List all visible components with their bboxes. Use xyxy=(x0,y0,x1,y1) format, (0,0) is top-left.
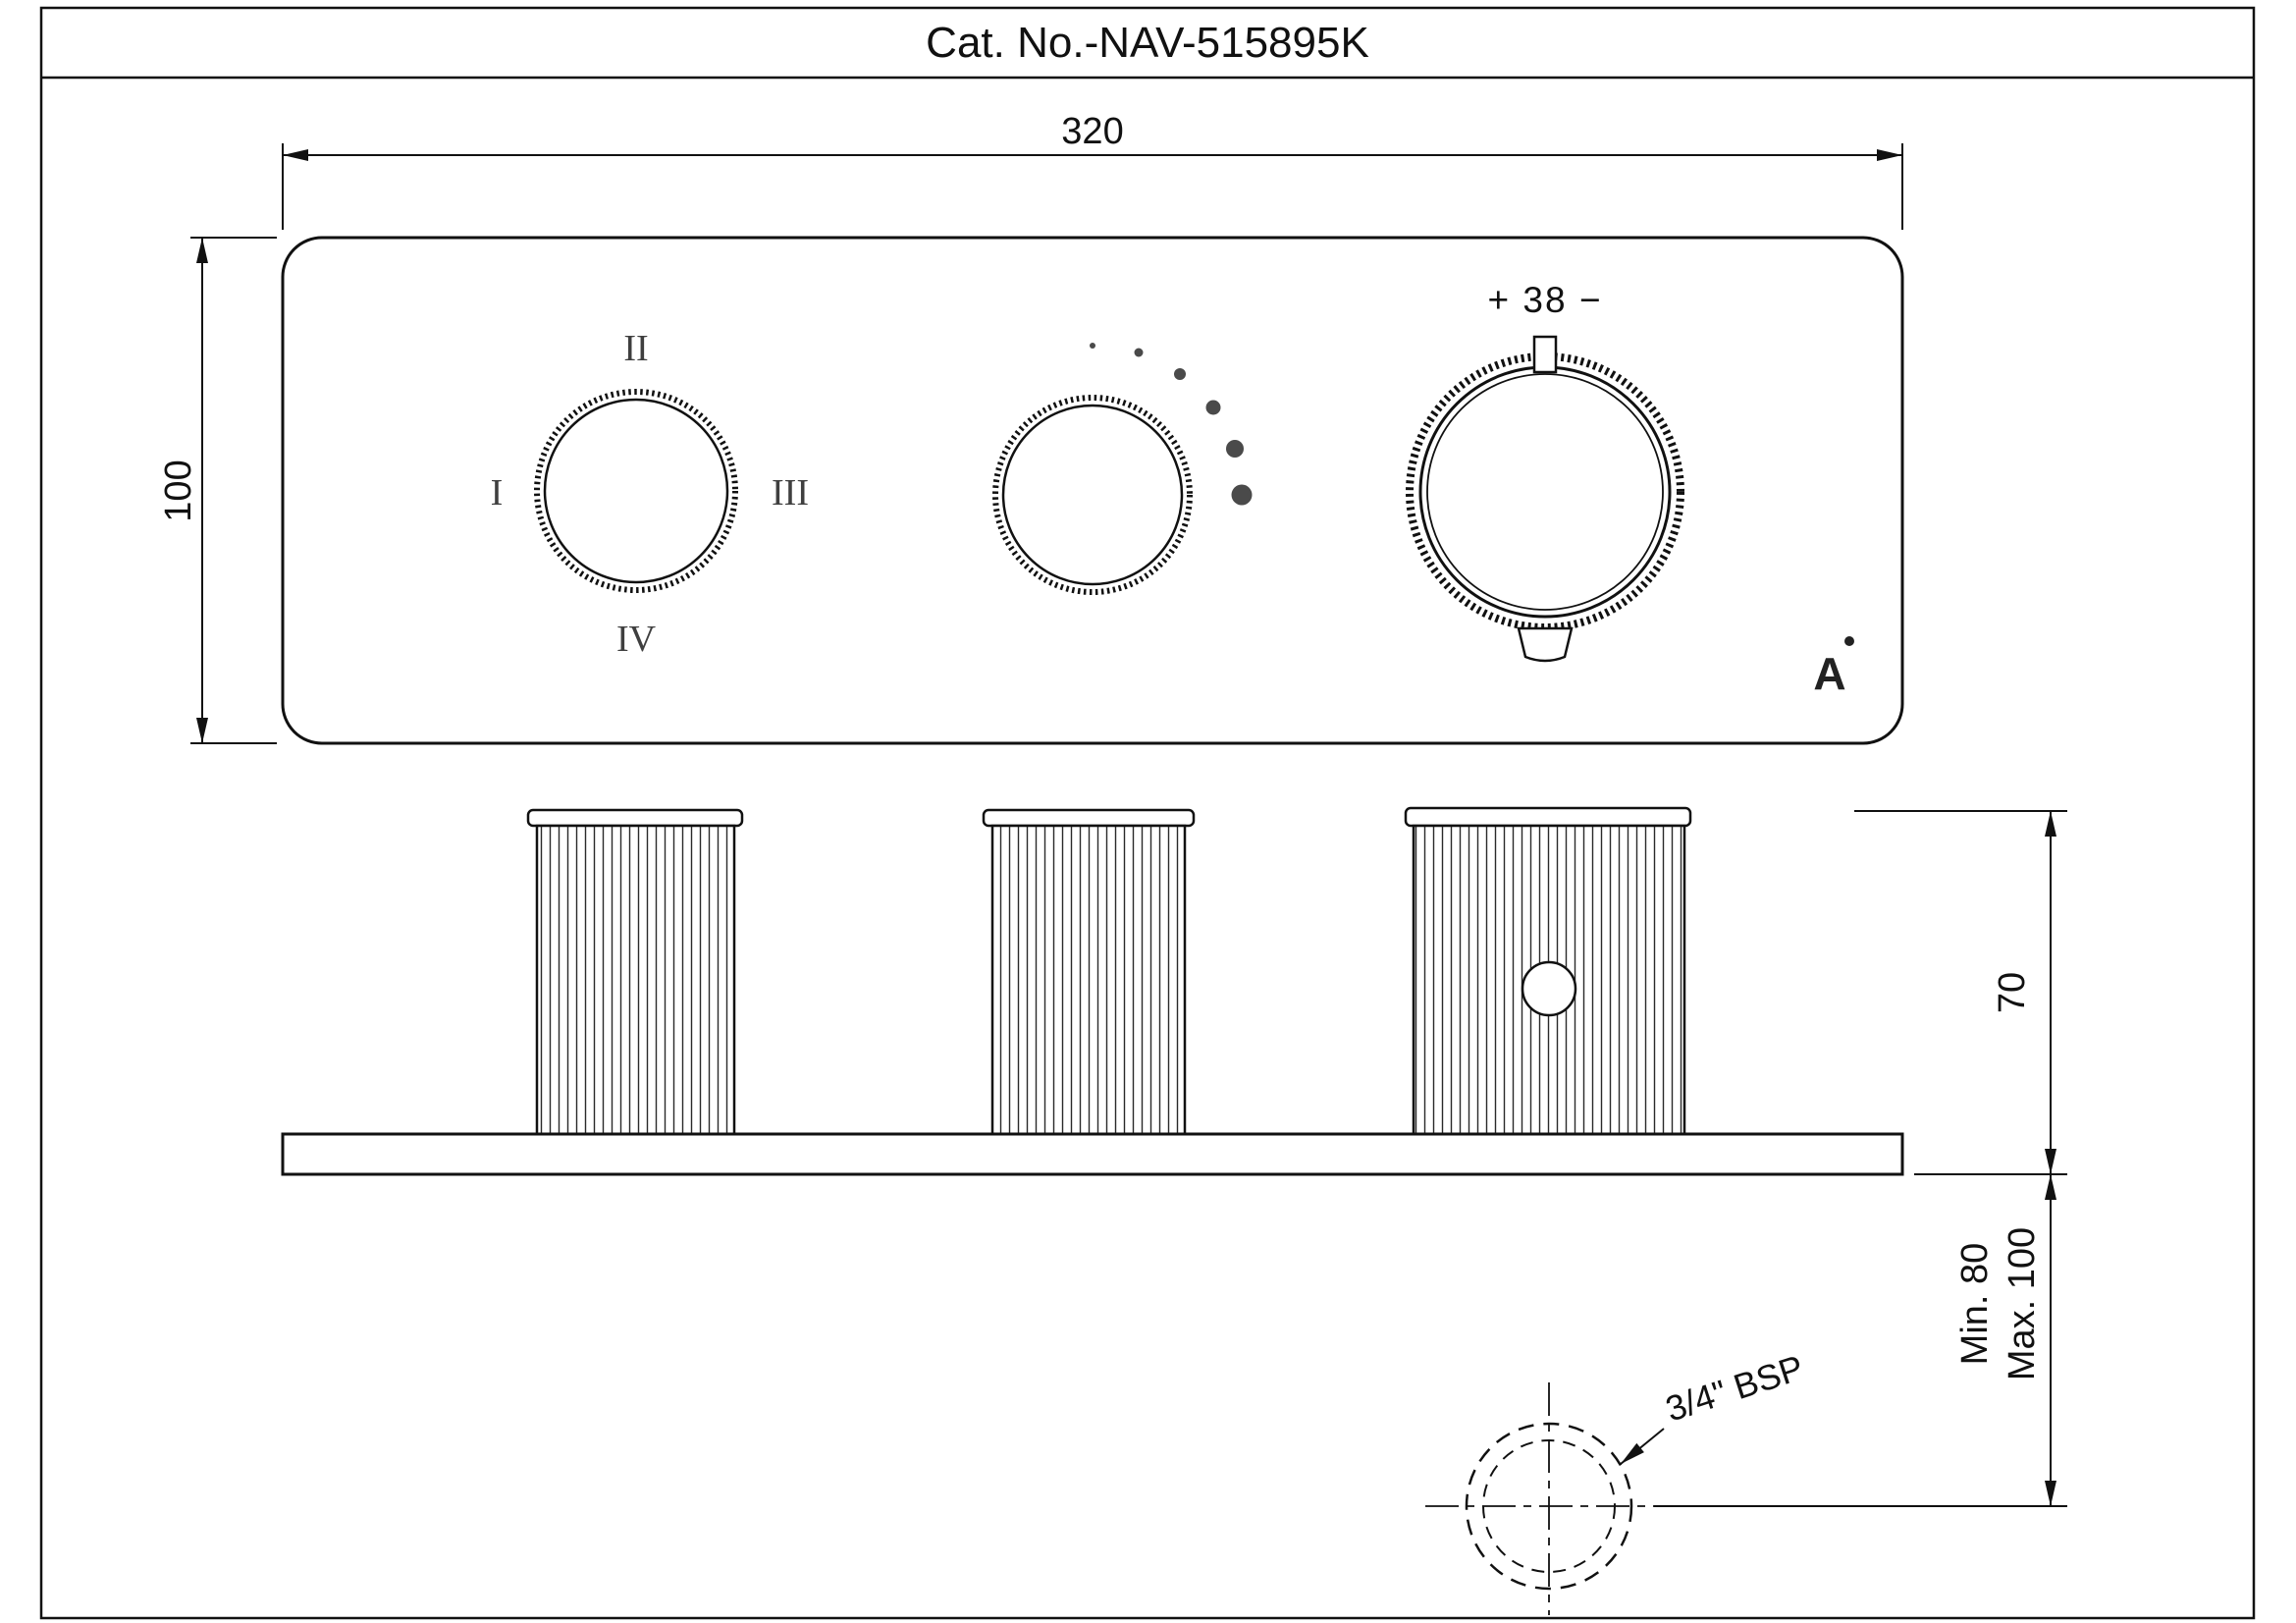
diverter-position-right: III xyxy=(772,472,809,514)
temperature-stop-tab xyxy=(1532,335,1558,374)
handle-cap xyxy=(526,808,744,828)
dim-width-label: 320 xyxy=(1061,111,1123,152)
handle-left-side xyxy=(526,808,744,1136)
flow-dot-5 xyxy=(1226,440,1244,458)
handle-right-side xyxy=(1404,806,1692,1136)
flow-dot-3 xyxy=(1174,368,1186,380)
diverter-position-top: II xyxy=(623,328,648,369)
handle-safety-button xyxy=(1521,960,1577,1017)
dim-depth-max-label: Max. 100 xyxy=(2002,1227,2043,1380)
front-view: II I III IV + 38 − xyxy=(281,236,1904,745)
flow-knob-face xyxy=(1001,404,1184,586)
diverter-knob-face xyxy=(543,398,729,584)
diverter-position-bottom: IV xyxy=(616,619,657,660)
dim-install-depth: Min. 80 Max. 100 xyxy=(1654,1174,2067,1507)
leader-line xyxy=(1620,1428,1665,1465)
flow-knob xyxy=(992,343,1253,595)
temperature-knob-inner-ring xyxy=(1426,373,1664,611)
handle-middle-side xyxy=(982,808,1196,1136)
dim-height-label: 100 xyxy=(158,460,199,521)
catalog-number: Cat. No.-NAV-515895K xyxy=(926,19,1369,67)
flow-dot-2 xyxy=(1134,348,1144,357)
side-view xyxy=(281,806,1904,1176)
drawing-border xyxy=(39,6,2256,1620)
brand-logo: A xyxy=(1813,636,1854,699)
flow-dot-6 xyxy=(1231,484,1253,506)
temperature-knob-face xyxy=(1418,365,1672,619)
temperature-knob: + 38 − xyxy=(1406,280,1684,663)
brand-logo-letter: A xyxy=(1813,648,1845,699)
handle-cap xyxy=(982,808,1196,828)
dim-height: 100 xyxy=(158,237,277,744)
handle-body xyxy=(535,824,736,1136)
handle-body xyxy=(990,824,1187,1136)
brand-logo-dot xyxy=(1844,636,1854,646)
dim-width: 320 xyxy=(282,111,1903,230)
dim-depth-min-label: Min. 80 xyxy=(1954,1243,1996,1366)
flow-indicator-dots xyxy=(1090,343,1253,506)
diverter-knob: II I III IV xyxy=(491,328,809,660)
temperature-lever xyxy=(1517,626,1574,663)
handle-cap xyxy=(1404,806,1692,828)
flow-dot-4 xyxy=(1205,400,1221,415)
dim-projection: 70 xyxy=(1854,810,2067,1175)
dim-projection-label: 70 xyxy=(1992,972,2033,1013)
flow-dot-1 xyxy=(1090,343,1095,349)
diverter-position-left: I xyxy=(491,472,504,514)
wall-plate-side xyxy=(281,1132,1904,1176)
temperature-scale-label: + 38 − xyxy=(1488,280,1603,320)
